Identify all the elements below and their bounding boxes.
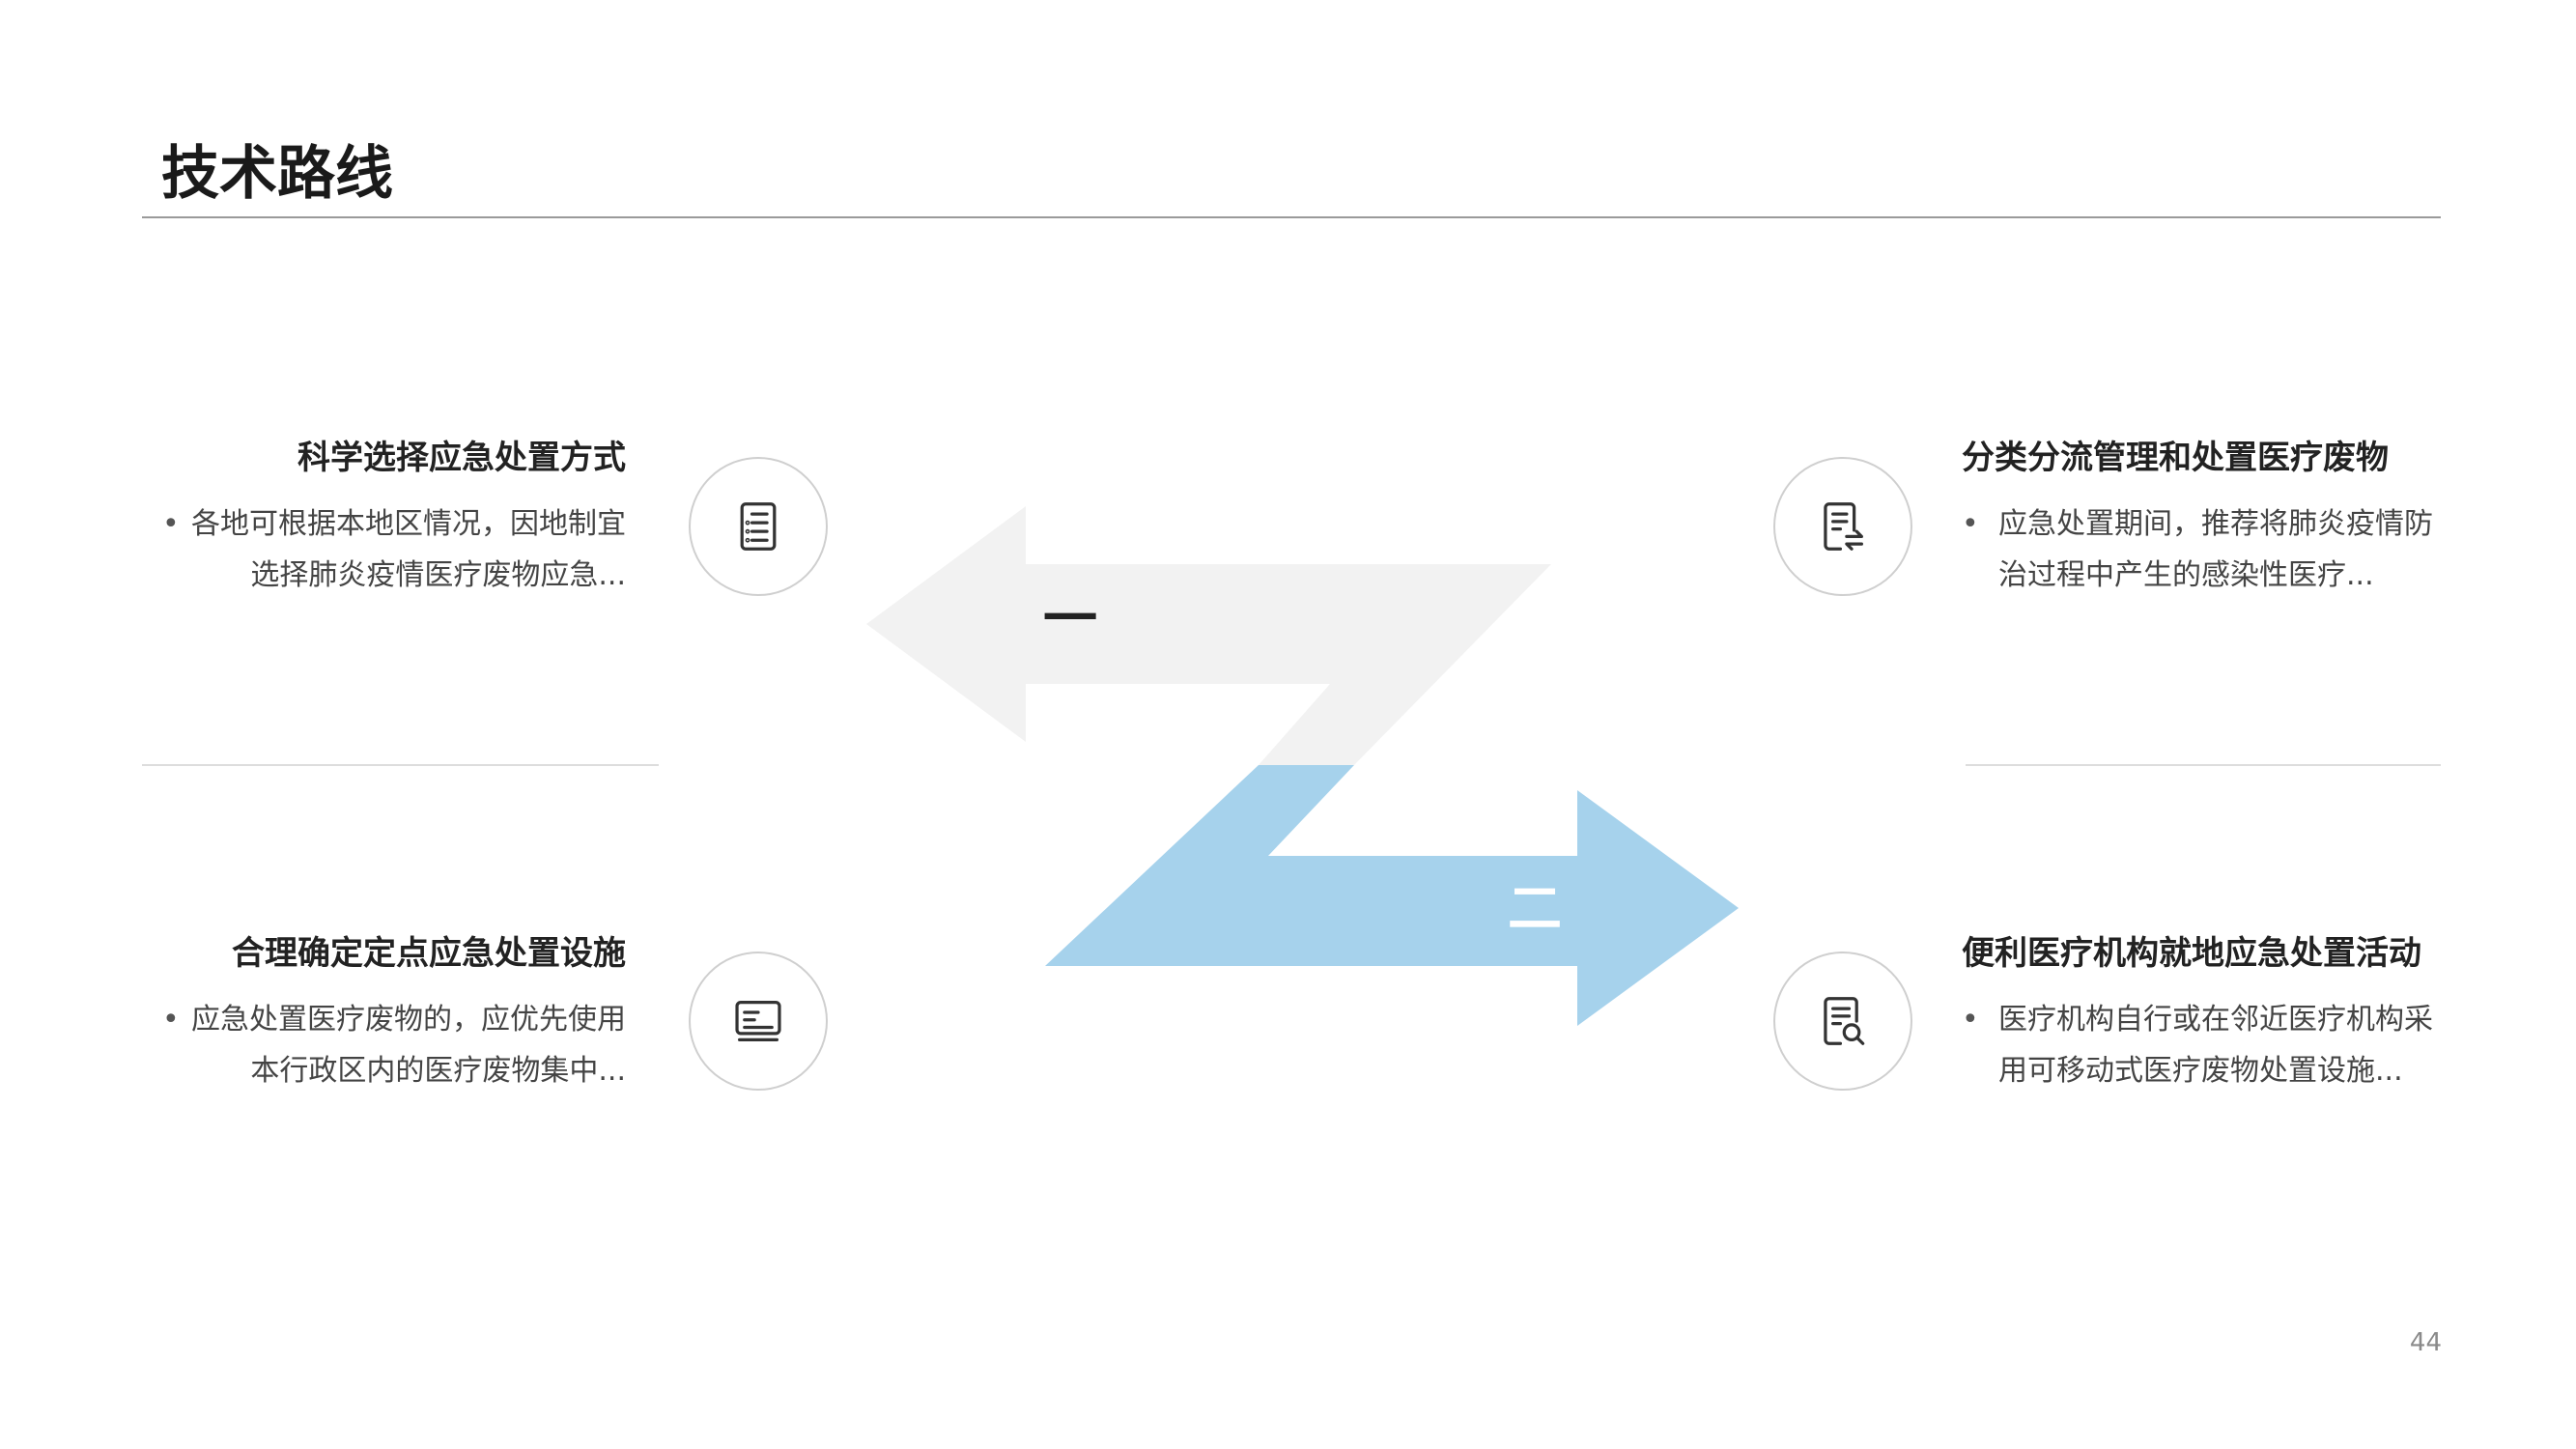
bullet-marker: • bbox=[1962, 1003, 1979, 1037]
block-heading: 科学选择应急处置方式 bbox=[297, 439, 626, 477]
icon-circle-bottom-left bbox=[689, 952, 828, 1091]
block-description: • 医疗机构自行或在邻近医疗机构采 用可移动式医疗废物处置设施... bbox=[1962, 994, 2433, 1096]
icon-circle-top-left bbox=[689, 457, 828, 596]
desc-line-2: 本行政区内的医疗废物集中... bbox=[250, 1054, 626, 1088]
left-divider bbox=[142, 764, 659, 766]
document-list-icon bbox=[740, 502, 777, 551]
desc-line-2: 用可移动式医疗废物处置设施... bbox=[1998, 1054, 2403, 1088]
block-description: • 应急处置期间，推荐将肺炎疫情防 治过程中产生的感染性医疗... bbox=[1962, 498, 2433, 601]
page-title: 技术路线 bbox=[161, 140, 393, 208]
document-search-icon bbox=[1824, 997, 1865, 1045]
upper-arrow-label: 一 bbox=[1043, 588, 1097, 651]
desc-line-1: 应急处置期间，推荐将肺炎疫情防 bbox=[1998, 507, 2433, 541]
block-heading: 便利医疗机构就地应急处置活动 bbox=[1962, 934, 2421, 973]
block-bottom-right: 便利医疗机构就地应急处置活动 • 医疗机构自行或在邻近医疗机构采 用可移动式医疗… bbox=[1962, 929, 2433, 1096]
lower-arrow bbox=[1045, 765, 1739, 1026]
block-heading: 合理确定定点应急处置设施 bbox=[232, 934, 626, 973]
block-description: • 应急处置医疗废物的，应优先使用 本行政区内的医疗废物集中... bbox=[162, 994, 626, 1096]
document-exchange-icon bbox=[1824, 502, 1863, 551]
block-bottom-left: 合理确定定点应急处置设施 • 应急处置医疗废物的，应优先使用 本行政区内的医疗废… bbox=[162, 929, 626, 1096]
lower-arrow-label: 二 bbox=[1508, 878, 1562, 941]
upper-arrow bbox=[866, 506, 1551, 765]
right-divider bbox=[1966, 764, 2441, 766]
block-top-left: 科学选择应急处置方式 • 各地可根据本地区情况，因地制宜 选择肺炎疫情医疗废物应… bbox=[162, 434, 626, 601]
desc-line-1: 医疗机构自行或在邻近医疗机构采 bbox=[1998, 1003, 2433, 1037]
desc-line-1: 各地可根据本地区情况，因地制宜 bbox=[191, 507, 626, 541]
page-number: 44 bbox=[2409, 1328, 2442, 1357]
bullet-marker: • bbox=[1962, 507, 1979, 541]
bullet-marker: • bbox=[162, 1003, 180, 1037]
block-heading: 分类分流管理和处置医疗废物 bbox=[1962, 439, 2389, 477]
bullet-marker: • bbox=[162, 507, 180, 541]
desc-line-2: 选择肺炎疫情医疗废物应急... bbox=[250, 558, 626, 592]
block-top-right: 分类分流管理和处置医疗废物 • 应急处置期间，推荐将肺炎疫情防 治过程中产生的感… bbox=[1962, 434, 2433, 601]
desc-line-2: 治过程中产生的感染性医疗... bbox=[1998, 558, 2374, 592]
block-description: • 各地可根据本地区情况，因地制宜 选择肺炎疫情医疗废物应急... bbox=[162, 498, 626, 601]
icon-circle-bottom-right bbox=[1773, 952, 1912, 1091]
title-divider bbox=[142, 216, 2441, 218]
icon-circle-top-right bbox=[1773, 457, 1912, 596]
desc-line-1: 应急处置医疗废物的，应优先使用 bbox=[191, 1003, 626, 1037]
monitor-icon bbox=[735, 1001, 781, 1041]
